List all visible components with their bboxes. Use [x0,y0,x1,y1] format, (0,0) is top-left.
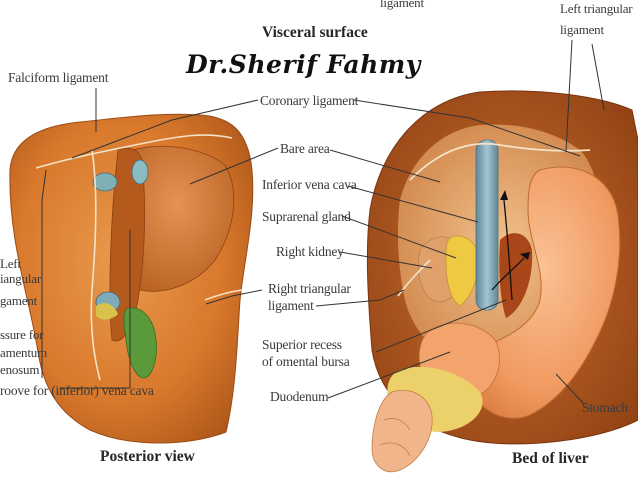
heading-visceral-surface: Visceral surface [262,24,368,41]
leader-right-triangular-right [315,289,405,307]
label-left-edge-1: Left [0,256,21,271]
hepatic-vein-1 [92,172,118,192]
label-superior-recess-1: Superior recess [262,337,342,352]
label-left-edge-5: amentum [0,345,47,360]
gallbladder [123,307,157,379]
coronary-ligament-edge [409,142,591,181]
intestine-fold-1 [383,418,411,431]
label-bare-area: Bare area [280,141,330,156]
arrowhead-up [500,190,508,200]
heading-posterior-view: Posterior view [100,448,195,465]
label-left-edge-3: gament [0,293,38,308]
right-triangular-edge [397,259,431,297]
leader-coronary-right [353,99,581,157]
posterior-view-liver [9,113,254,444]
hepatic-vein-2 [131,159,149,185]
label-stomach: Stomach [582,400,628,415]
leader-superior-recess [375,299,507,353]
leader-bare-area-left [189,147,279,185]
intestine-loops [371,390,433,473]
label-duodenum: Duodenum [270,389,329,404]
leader-lines [41,39,605,405]
leader-right-kidney [339,251,433,269]
leader-suprarenal [341,215,457,259]
label-ligament-top: ligament [380,0,424,10]
label-left-triangular-2: ligament [560,22,604,37]
suprarenal-gland [445,235,479,307]
arrow-recess-up [503,199,513,301]
leader-left-triangular-top [565,39,573,153]
leader-fissure [41,169,47,378]
leader-groove-vc [60,230,131,389]
ligament-edge-fissure [90,149,101,381]
arrowhead-diag [520,252,530,260]
leader-right-triangular-left [205,289,263,305]
ivc-groove [109,147,146,342]
label-inferior-vena-cava: Inferior vena cava [262,177,357,192]
label-suprarenal-gland: Suprarenal gland [262,209,351,224]
label-left-edge-6: enosum [0,362,40,377]
label-right-kidney: Right kidney [276,244,344,259]
ligament-edge-right [204,289,243,301]
ligament-edge-upper [35,134,233,169]
leader-stomach [555,373,585,405]
watermark-author: Dr.Sherif Fahmy [186,50,421,79]
leader-bare-area-right [329,149,441,183]
leader-coronary-left [71,99,259,159]
label-right-triangular-1: Right triangular [268,281,351,296]
arrow-recess-diag [491,257,525,291]
bed-of-liver [366,90,638,473]
label-right-triangular-2: ligament [268,298,314,313]
label-falciform-ligament: Falciform ligament [8,70,109,85]
leader-left-triangular-mid [591,43,605,111]
label-coronary-ligament: Coronary ligament [260,93,359,108]
inferior-vena-cava [475,139,499,311]
label-left-edge-4: ssure for [0,327,44,342]
intestine-fold-2 [379,442,411,457]
label-left-triangular-1: Left triangular [560,1,633,16]
heading-bed-of-liver: Bed of liver [512,450,589,467]
leader-ivc [347,185,479,223]
label-left-edge-2: iangular [0,271,41,286]
leader-duodenum [327,351,451,399]
yellow-duct [96,303,118,320]
label-superior-recess-2: of omental bursa [262,354,350,369]
label-groove-vena-cava: roove for (inferior) vena cava [0,383,154,398]
